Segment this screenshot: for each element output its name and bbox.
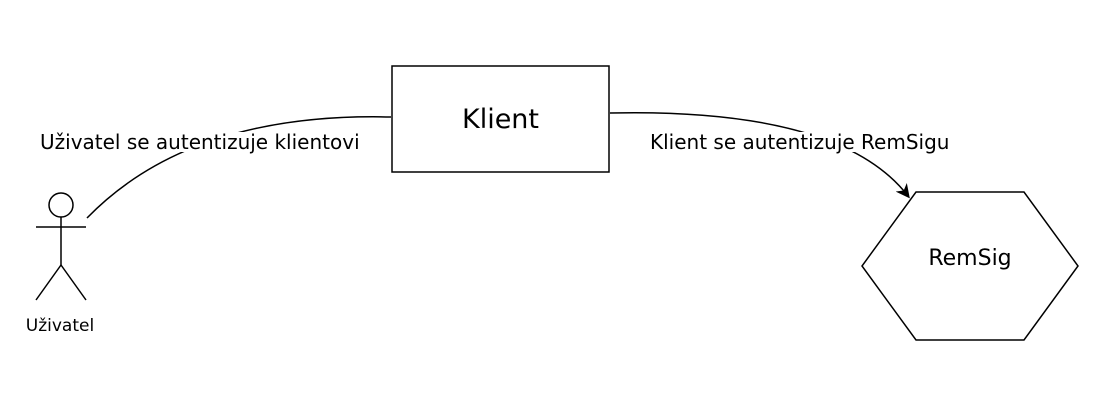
remsig-hexagon bbox=[861, 191, 1079, 341]
actor-left-leg bbox=[35, 264, 62, 301]
edge-label-user-to-client: Uživatel se autentizuje klientovi bbox=[38, 130, 362, 154]
remsig-label: RemSig bbox=[928, 246, 1012, 271]
client-box bbox=[391, 65, 610, 173]
actor-right-leg bbox=[60, 264, 87, 301]
edge-client-to-remsig bbox=[609, 111, 910, 199]
actor-head bbox=[48, 192, 74, 218]
edge-label-client-to-remsig: Klient se autentizuje RemSigu bbox=[648, 130, 952, 154]
client-label: Klient bbox=[461, 104, 540, 135]
actor-label: Uživatel bbox=[25, 316, 95, 336]
actor-icon bbox=[35, 192, 87, 301]
